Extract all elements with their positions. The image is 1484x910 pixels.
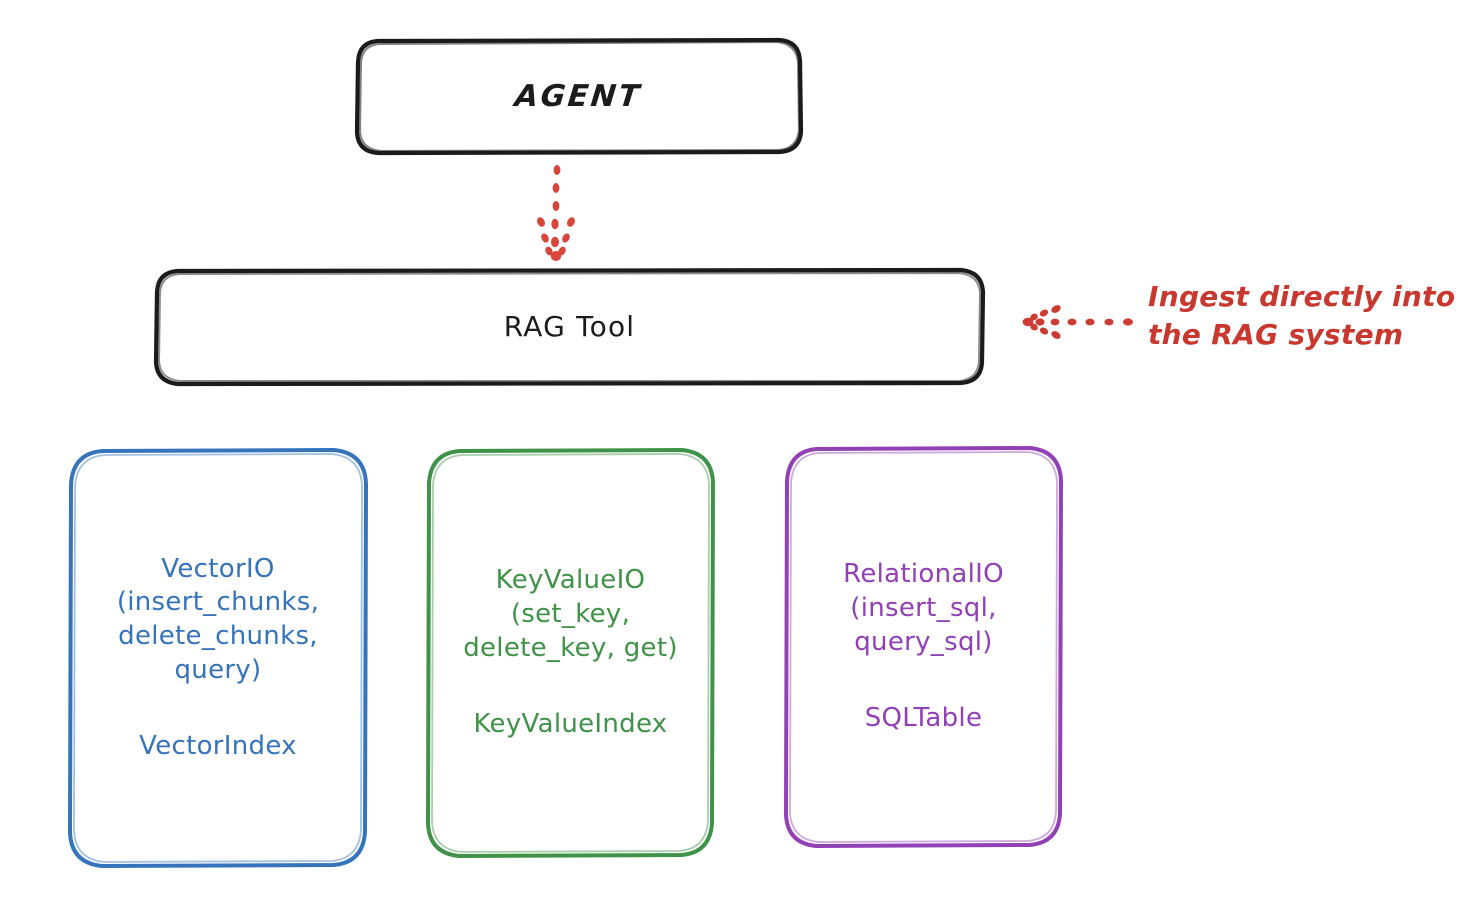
ingest-annotation-text: Ingest directly into the RAG system [1148,280,1456,352]
rag-tool-box-outline [153,267,986,387]
relational-io-node[interactable]: RelationalIO (insert_sql, query_sql) SQL… [786,448,1061,846]
sql-table-label: SQLTable [864,702,983,733]
key-value-io-api-label: KeyValueIO (set_key, delete_key, get) [463,565,678,663]
relational-io-api-label: RelationalIO (insert_sql, query_sql) [843,559,1004,657]
key-value-io-node[interactable]: KeyValueIO (set_key, delete_key, get) Ke… [428,450,713,856]
vector-io-box-outline [68,448,368,868]
agent-node[interactable]: AGENT [357,40,800,153]
rag-tool-node[interactable]: RAG Tool [156,270,983,384]
rag-tool-label: RAG Tool [503,309,636,343]
ingest-dotted-arrow [1022,305,1133,339]
relational-io-box-outline [784,446,1063,848]
vector-io-node[interactable]: VectorIO (insert_chunks, delete_chunks, … [70,450,366,866]
agent-box-outline [354,37,804,156]
key-value-index-label: KeyValueIndex [473,708,668,739]
key-value-io-box-outline [426,448,715,858]
agent-to-rag-dotted-arrow [537,165,575,261]
agent-label: AGENT [513,79,644,114]
vector-index-label: VectorIndex [139,730,297,761]
vector-io-api-label: VectorIO (insert_chunks, delete_chunks, … [116,553,320,685]
